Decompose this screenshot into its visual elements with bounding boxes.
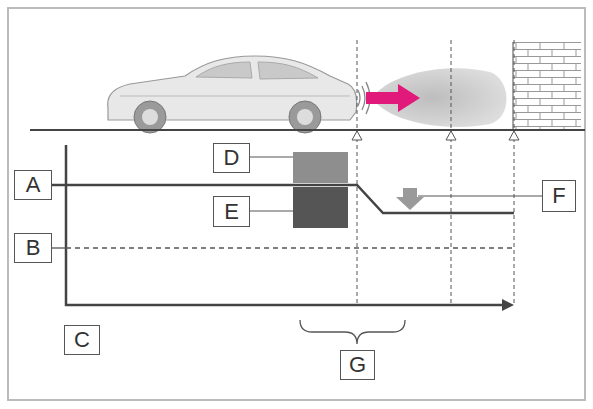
callout-letter: E — [224, 201, 239, 223]
brake-block — [293, 187, 348, 228]
ground-line — [30, 129, 585, 131]
callout-letter: A — [26, 174, 41, 196]
leader-line — [418, 195, 543, 196]
speed-line — [52, 185, 514, 213]
warning-block — [293, 152, 348, 183]
leader-line — [250, 157, 293, 211]
wall — [513, 42, 581, 130]
brace — [300, 320, 405, 344]
car — [108, 56, 357, 133]
callout-letter: G — [349, 354, 366, 376]
decel-arrow — [396, 188, 424, 210]
callout-box: F — [542, 180, 576, 212]
leader-line — [52, 247, 66, 248]
pink-arrow — [366, 84, 420, 112]
callout-letter: C — [74, 329, 90, 351]
axes — [66, 145, 505, 305]
callout-letter: D — [224, 147, 240, 169]
frame — [8, 8, 585, 400]
callout-letter: B — [26, 237, 41, 259]
callout-box: B — [14, 233, 52, 263]
axis-arrow — [502, 299, 514, 311]
callout-letter: F — [552, 185, 565, 207]
callout-box: D — [213, 143, 250, 173]
callout-box: G — [340, 350, 375, 380]
callout-box: C — [64, 325, 100, 355]
callout-box: E — [213, 196, 250, 227]
callout-box: A — [14, 170, 52, 200]
position-lines — [357, 40, 514, 305]
position-marks — [352, 131, 519, 140]
reference-line — [66, 247, 514, 248]
